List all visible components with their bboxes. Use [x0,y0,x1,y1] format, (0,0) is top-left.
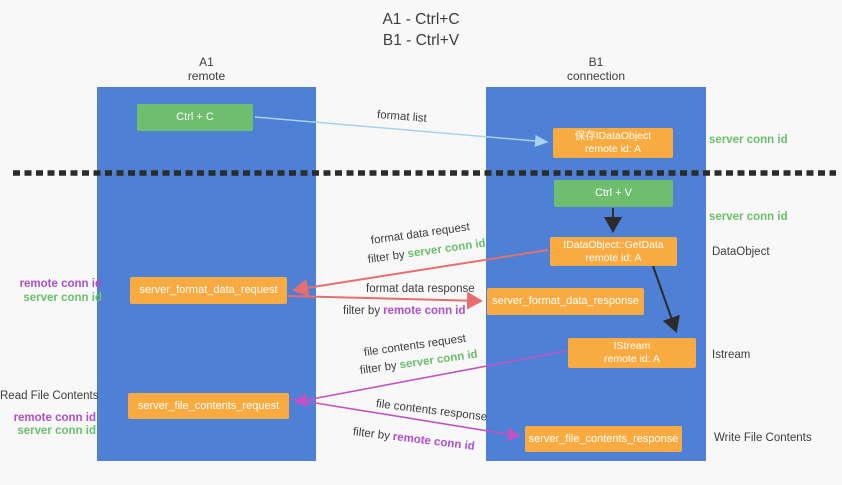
arrow-file-contents-response [290,398,521,442]
left-label-server-conn-id-bottom: server conn id [17,425,96,437]
right-label-istream: Istream [712,349,751,361]
istream-box: IStream remote id: A [568,338,696,368]
server-file-contents-response-label: server_file_contents_response [528,432,679,445]
server-format-data-request-box: server_format_data_request [130,277,287,304]
left-label-server-conn-id-top: server conn id [23,291,102,304]
server-file-contents-request-label: server_file_contents_request [137,399,280,412]
filter-by-text: filter by [343,305,381,317]
getdata-box: IDataObject::GetData remote id: A [550,237,677,266]
server-file-contents-request-box: server_file_contents_request [128,393,289,419]
remote-conn-id-text: remote conn id [383,305,466,317]
ctrl-c-box: Ctrl + C [137,104,253,131]
diagram-title: A1 - Ctrl+C B1 - Ctrl+V [0,9,842,51]
arrow-format-list [254,116,549,147]
server-format-data-response-box: server_format_data_response [487,288,644,315]
lane-b1-name: B1 [588,55,604,69]
arrow-file-contents-request [294,350,567,407]
right-label-dataobject: DataObject [712,246,770,258]
istream-remote-id: remote id: A [603,353,661,365]
lane-b1-role: connection [566,68,626,83]
left-labels-format-group: remote conn id server conn id [0,278,102,305]
getdata-remote-id: remote id: A [585,251,642,264]
istream-title: IStream [613,340,651,352]
arrow-format-data-response [287,291,483,310]
server-format-data-response-label: server_format_data_response [492,295,639,307]
arrow-format-data-request [292,249,549,297]
right-label-server-conn-id-top: server conn id [709,134,788,146]
save-dataobject-box: 保存IDataObject remote id: A [553,128,673,158]
save-dataobject-remote-id: remote id: A [584,143,642,155]
server-file-contents-response-box: server_file_contents_response [525,426,682,452]
lane-header-b1: B1 connection [486,55,706,83]
arrow-getdata-to-istream [652,265,680,333]
label-format-data-response: format data response [366,283,475,295]
left-label-remote-conn-id-bottom: remote conn id [13,411,96,424]
left-label-read-file-contents: Read File Contents [0,390,99,402]
lane-a1-role: remote [187,68,226,83]
right-label-write-file-contents: Write File Contents [714,432,812,444]
lane-header-a1: A1 remote [97,55,316,83]
save-dataobject-title: 保存IDataObject [574,130,652,142]
getdata-title: IDataObject::GetData [563,238,664,251]
left-labels-file-group: Read File Contents remote conn id server… [0,390,99,439]
title-line-ctrl-c: A1 - Ctrl+C [382,11,460,28]
ctrl-v-label: Ctrl + V [595,187,632,199]
server-format-data-request-label: server_format_data_request [139,284,278,296]
ctrl-v-box: Ctrl + V [554,180,673,207]
title-line-ctrl-v: B1 - Ctrl+V [382,32,460,49]
lane-a1-name: A1 [199,55,214,69]
left-label-remote-conn-id-top: remote conn id [19,278,102,290]
ctrl-c-label: Ctrl + C [176,111,214,123]
right-label-server-conn-id-mid: server conn id [709,211,788,223]
